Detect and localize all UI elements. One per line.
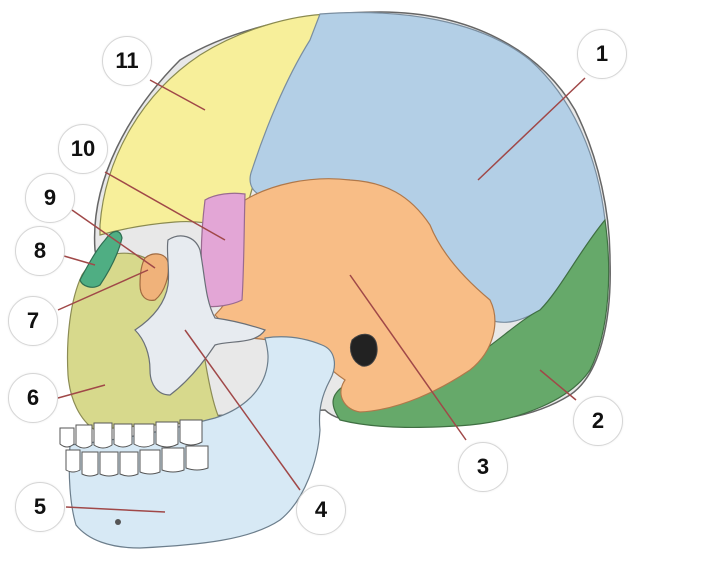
callout-9-label: 9	[43, 185, 57, 210]
callout-10-label: 10	[70, 136, 96, 161]
callout-11: 11	[102, 36, 152, 86]
callout-3-label: 3	[476, 454, 490, 479]
callout-4: 4	[296, 485, 346, 535]
leader-line-11	[149, 79, 206, 111]
leader-line-8	[63, 255, 96, 266]
callout-7: 7	[8, 296, 58, 346]
callout-6: 6	[8, 373, 58, 423]
leader-line-2	[539, 369, 577, 401]
sphenoid-bone	[200, 192, 246, 308]
callout-4-label: 4	[314, 497, 328, 522]
callout-11-label: 11	[115, 48, 139, 73]
leader-lines	[57, 77, 586, 513]
callout-5-label: 5	[33, 494, 47, 519]
callout-8: 8	[15, 226, 65, 276]
leader-line-6	[57, 384, 106, 399]
callout-10: 10	[58, 124, 108, 174]
zygomatic-bone	[134, 235, 266, 396]
ear-canal	[349, 333, 378, 367]
occipital-bone	[332, 218, 610, 429]
callout-1: 1	[577, 29, 627, 79]
upper-teeth	[59, 419, 203, 449]
nasal-bone	[79, 230, 123, 288]
callout-1-label: 1	[595, 41, 609, 66]
callout-6-label: 6	[26, 385, 40, 410]
leader-line-3	[349, 274, 467, 441]
callout-9: 9	[25, 173, 75, 223]
leader-line-7	[57, 269, 149, 311]
mental-foramen	[115, 519, 121, 525]
callout-3: 3	[458, 442, 508, 492]
lacrimal-bone	[139, 253, 170, 301]
leader-line-10	[104, 171, 226, 241]
temporal-bone	[214, 178, 496, 413]
callout-2: 2	[573, 396, 623, 446]
callout-8-label: 8	[33, 238, 47, 263]
lower-teeth	[65, 445, 209, 477]
callout-5: 5	[15, 482, 65, 532]
leader-line-4	[184, 329, 301, 491]
leader-line-5	[65, 506, 166, 513]
leader-line-9	[71, 209, 156, 269]
leader-line-1	[477, 77, 586, 181]
callout-7-label: 7	[26, 308, 40, 333]
callout-2-label: 2	[591, 408, 605, 433]
